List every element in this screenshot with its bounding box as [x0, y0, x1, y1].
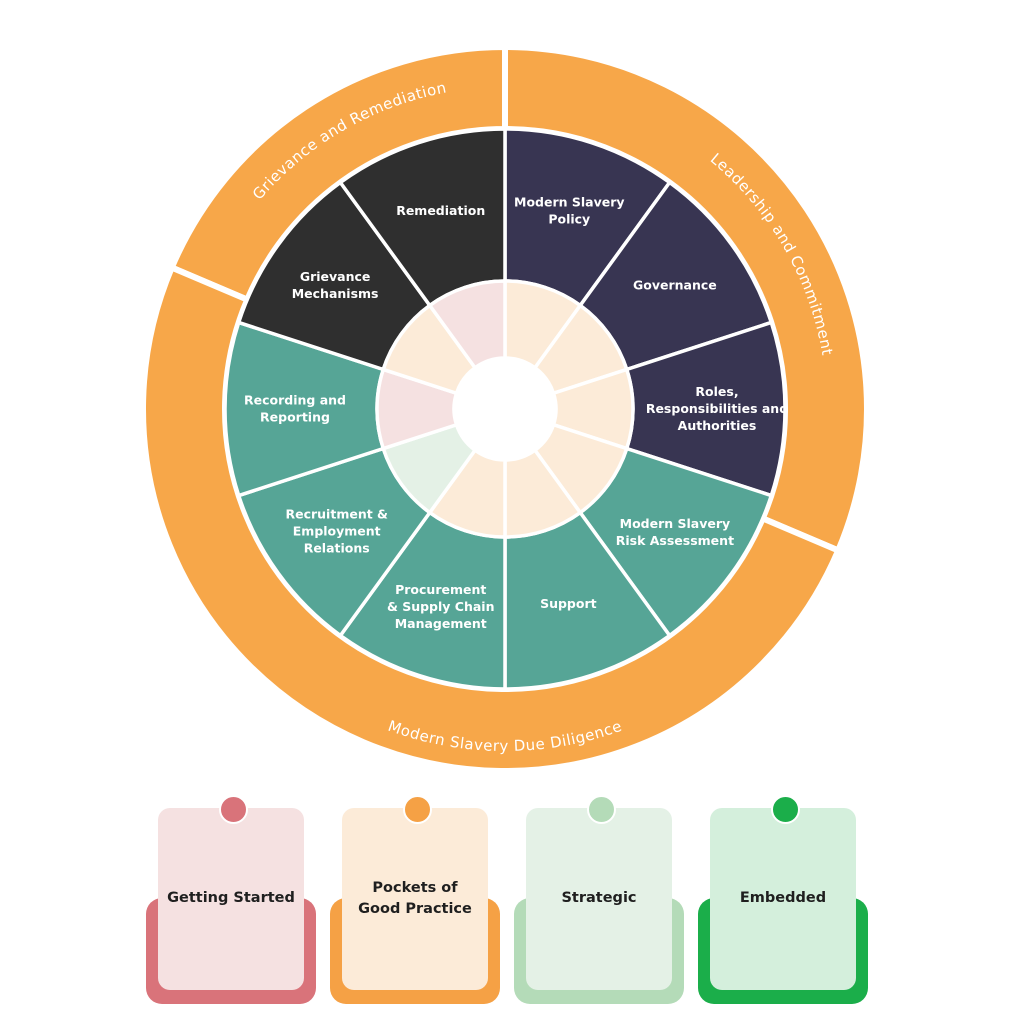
segment-ring [223, 127, 787, 691]
legend-card-front: Embedded [710, 808, 856, 990]
legend-card-embedded: Embedded [698, 792, 868, 1004]
legend-label: Getting Started [167, 890, 295, 907]
legend-label: Strategic [561, 890, 637, 907]
legend-card-front: Pockets of Good Practice [342, 808, 488, 990]
legend-dot [770, 795, 800, 824]
legend-dot [586, 795, 616, 824]
segment-label: Governance [633, 278, 717, 293]
legend-card-getting-started: Getting Started [146, 792, 316, 1004]
legend-dot [218, 795, 248, 824]
legend-card-pockets-of-good-practice: Pockets of Good Practice [330, 792, 500, 1004]
legend-dot [402, 795, 432, 824]
legend-card-front: Strategic [526, 808, 672, 990]
center-hub [454, 358, 556, 460]
legend-label: Pockets of Good Practice [358, 879, 472, 917]
legend-label: Embedded [739, 890, 827, 907]
legend-card-strategic: Strategic [514, 792, 684, 1004]
legend-card-front: Getting Started [158, 808, 304, 990]
segment-label: Remediation [396, 203, 485, 218]
segment-label: Support [540, 596, 597, 611]
